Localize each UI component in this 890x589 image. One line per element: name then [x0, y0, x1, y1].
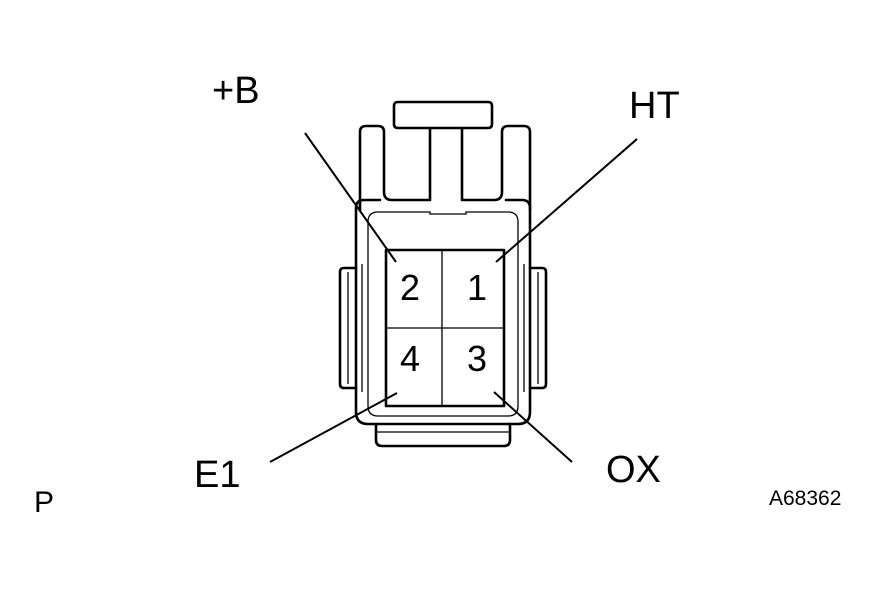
label-ht: HT [629, 85, 680, 127]
connector-housing [338, 100, 548, 448]
side-guide-left [338, 266, 358, 390]
side-guide-right [528, 266, 548, 390]
leader-line-plus-b [304, 132, 397, 263]
housing-outer [354, 198, 532, 426]
pin-1: 1 [467, 267, 487, 308]
pin-2: 2 [400, 267, 420, 308]
latch-cap [392, 100, 494, 130]
view-letter: P [34, 486, 54, 519]
pin-4: 4 [400, 338, 420, 379]
label-e1: E1 [194, 454, 240, 496]
latch-arm-left [358, 124, 432, 212]
leader-line-ox [493, 391, 573, 463]
pin-3: 3 [467, 338, 487, 379]
terminal-grid [384, 248, 506, 408]
leader-line-ht [495, 138, 638, 263]
bottom-lip [374, 422, 512, 448]
label-ox: OX [606, 449, 661, 491]
leader-line-e1 [269, 392, 398, 463]
housing-inner [367, 211, 519, 417]
label-plus-b: +B [212, 70, 260, 112]
figure-code: A68362 [769, 487, 841, 510]
latch-arm-right [460, 124, 532, 212]
